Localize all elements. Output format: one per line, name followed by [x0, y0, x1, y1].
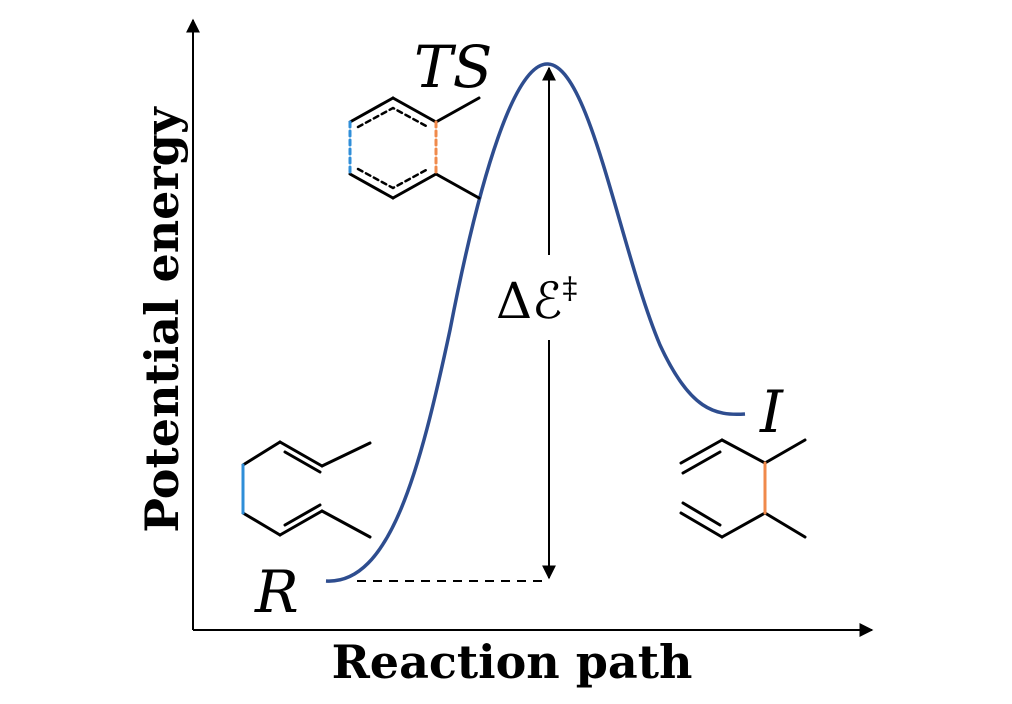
x-axis-label: Reaction path [332, 635, 693, 689]
intermediate-molecule [679, 438, 807, 539]
barrier-label: Δℰ‡ [496, 271, 577, 330]
energy-curve [325, 62, 746, 583]
transition-state-molecule [348, 96, 481, 200]
y-axis-label: Potential energy [135, 106, 189, 532]
reactant-molecule [241, 440, 372, 539]
intermediate-label: I [759, 378, 784, 446]
transition-state-label: TS [414, 33, 492, 101]
reactant-label: R [254, 558, 299, 626]
